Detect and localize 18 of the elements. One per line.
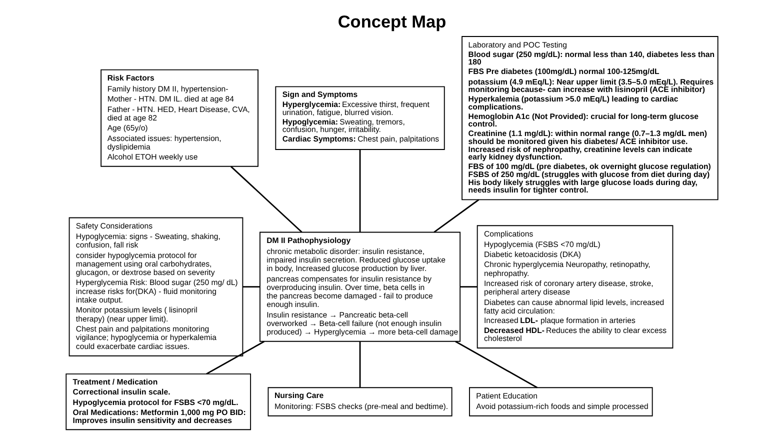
node-box: Risk Factors Family history DM II, hypertension- Mother - HTN. DM IL. died at age 84 Father - HTN. HED, Heart Disease, CVA, died at age 82 Age (65y/o) Associated issues: hypertension, dyslipidemia Alcohol ETOH weekly use bbox=[100, 69, 258, 167]
node-box: Safety Considerations Hypoglycemia: signs - Sweating, shaking, confusion, fall risk consider hypoglycemia protocol for management using oral carbohydrates, glucagon, or dextrose based on severity Hyperglycemia Risk: Blood sugar (250 mg/ dL) increase risks for(DKA) - fluid monitoring intake output. Monitor potassium levels ( lisinopril therapy) (near upper limit). Chest pain and palpitations monitoring vigilance; hypoglycemia or hyperkalemia could exacerbate cardiac issues. bbox=[68, 217, 244, 356]
connector bbox=[206, 340, 265, 375]
node-box: DM II Pathophysiology chronic metabolic disorder: insulin resistance, impaired insulin secretion. Reduced glucose uptake in body, Increased glucose production by liver. pancreas compensates for insulin resistance by overproducing insulin. Over time, beta cells in the pancreas become damaged - fail to produce enough insulin. Insulin resistance → Pancreatic beta-cell overworked → Beta-cell failure (not enough insulin produced) → Hyperglycemia → more beta-cell damage bbox=[260, 232, 461, 342]
node-box: Patient Education Avoid potassium-rich foods and simple processed bbox=[469, 387, 653, 416]
connector bbox=[230, 166, 302, 233]
node-box: Sign and Symptoms Hyperglycemia: Excessive thirst, frequent urination, fatigue, blurred vision. Hypoglycemia: Sweating, tremors, confusion, hunger, irritability. Cardiac Symptoms: Chest pain, palpitations bbox=[275, 86, 445, 150]
connector bbox=[434, 199, 480, 233]
connector bbox=[359, 342, 361, 388]
node-box: Treatment / Medication Correctional insulin scale. Hypoglycemia protocol for FSBS <70 mg/dL. Oral Medications: Metformin 1,000 mg PO BID: Improves insulin sensitivity and decreases bbox=[66, 373, 252, 430]
connector bbox=[460, 286, 478, 288]
node-box: Complications Hypoglycemia (FSBS <70 mg/dL) Diabetic ketoacidosis (DKA) Chronic hyperglycemia Neuropathy, retinopathy, nephropathy. Increased risk of coronary artery disease, stroke, peripheral artery disease Diabetes can cause abnormal lipid levels, increased fatty acid circulation: Increased LDL- plaque formation in arteries Decreased HDL- Reduces the ability to clear excess cholesterol bbox=[476, 225, 674, 348]
connector bbox=[242, 286, 260, 288]
node-box: Nursing Care Monitoring: FSBS checks (pre-meal and bedtime). bbox=[268, 387, 452, 416]
connector bbox=[359, 150, 361, 232]
connector bbox=[455, 340, 538, 388]
node-box: Laboratory and POC Testing Blood sugar (250 mg/dL): normal less than 140, diabetes less than 180 FBS Pre diabetes (100mg/dL) normal 100-125mg/dL potassium (4.9 mEq/L): Near upper limit (3.5–5.0 mEq/L). Requires monitoring because- can increase with lisinopril (ACE inhibitor) Hyperkalemia (potassium >5.0 mEq/L) leading to cardiac complications. Hemoglobin A1c (Not Provided): crucial for long-term glucose control. Creatinine (1.1 mg/dL): within normal range (0.7–1.3 mg/dL men) should be monitored given his diabetes/ ACE inhibitor use. Increased risk of nephropathy, creatinine levels can indicate early kidney dysfunction. FBS of 100 mg/dL (pre diabetes, ok overnight glucose regulation) FSBS of 250 mg/dL (struggles with glucose from diet during day) His body likely struggles with large glucose loads during day, needs insulin for tighter control. bbox=[462, 36, 718, 200]
diagram-title: Concept Map bbox=[338, 12, 446, 32]
